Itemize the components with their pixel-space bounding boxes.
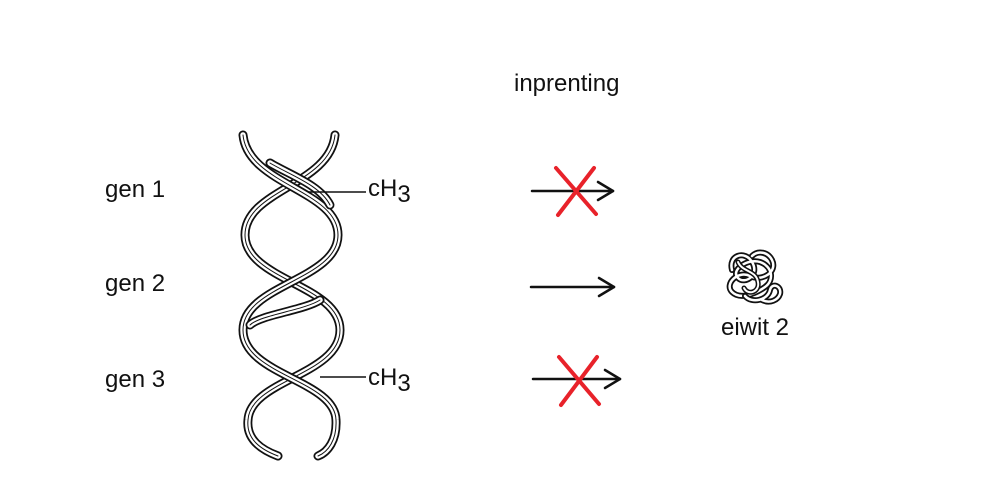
arrow-gen-2 xyxy=(529,276,616,298)
methyl-group-label-3: cH3 xyxy=(368,366,411,396)
dna-double-helix-icon xyxy=(238,130,345,461)
diagram-title: inprenting xyxy=(514,70,620,97)
helix-strand-back xyxy=(240,130,345,461)
methyl-subscript: 3 xyxy=(397,181,411,208)
methyl-prefix: cH xyxy=(368,175,398,202)
protein-label: eiwit 2 xyxy=(721,314,790,341)
block-cross-icon-gen-1 xyxy=(554,166,598,217)
arrow-gen-1 xyxy=(530,180,615,202)
gene-label-2: gen 2 xyxy=(105,270,166,297)
helix-strand-front xyxy=(238,130,343,461)
gene-label-1: gen 1 xyxy=(105,176,166,203)
methyl-prefix: cH xyxy=(368,364,398,391)
methyl-subscript: 3 xyxy=(397,370,411,397)
protein-coil-icon xyxy=(726,249,784,305)
methyl-group-label-1: cH3 xyxy=(368,177,411,207)
gene-label-3: gen 3 xyxy=(105,366,166,393)
block-cross-icon-gen-3 xyxy=(557,355,601,407)
helix-crossing-overlay xyxy=(245,158,335,330)
